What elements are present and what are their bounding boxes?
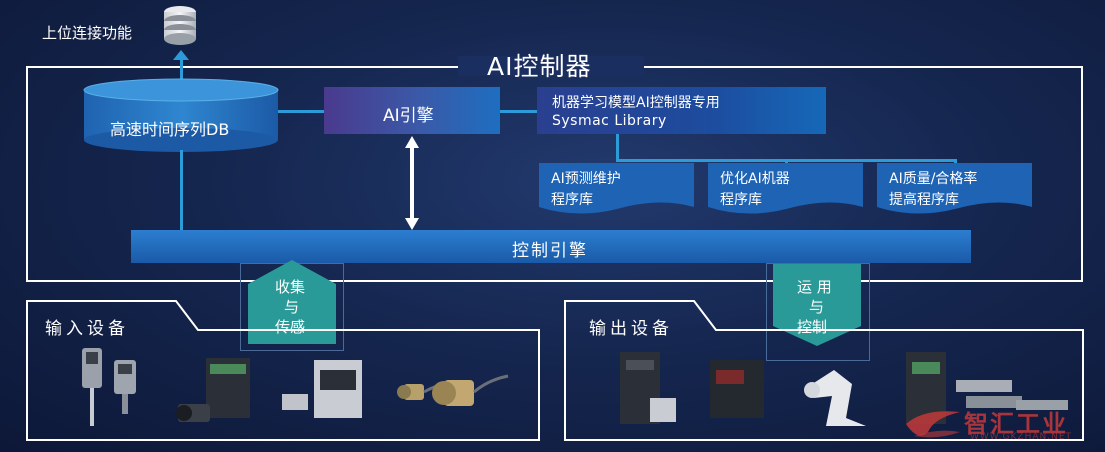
db-up-line	[180, 58, 183, 84]
bidirectional-arrow-icon	[405, 136, 419, 230]
lib-predictive-line1: AI预测维护	[551, 171, 621, 187]
up-arrow-icon	[173, 50, 189, 60]
watermark-logo-icon	[906, 411, 960, 438]
ai-lib-line	[500, 110, 538, 113]
lib-predictive-line2: 程序库	[551, 192, 593, 208]
control-engine-bar	[131, 230, 971, 263]
output-devices-label: 输出设备	[589, 319, 673, 339]
lib-box-quality	[877, 163, 1032, 214]
lib-box-optimize	[708, 163, 863, 214]
watermark-sub: WWW.GKZHAN.NET	[970, 432, 1073, 442]
title-gap	[458, 56, 644, 76]
output-devices-frame	[564, 300, 1084, 441]
page-title: AI控制器	[487, 52, 592, 81]
timeseries-db	[83, 78, 279, 152]
input-devices-images	[82, 348, 509, 426]
library-line1: 机器学习模型AI控制器专用	[552, 95, 720, 111]
ai-engine-box	[324, 87, 500, 134]
sysmac-library-box	[537, 87, 826, 134]
lib-tree-stem	[616, 134, 619, 162]
apply-arrow	[773, 264, 861, 346]
input-devices-frame	[26, 300, 540, 441]
input-devices-label: 输入设备	[45, 319, 129, 339]
ai-engine-label: AI引擎	[383, 106, 434, 126]
apply-frame	[766, 263, 870, 361]
output-devices-images	[620, 352, 1068, 426]
database-stack-icon	[164, 6, 196, 45]
db-control-line	[180, 150, 183, 232]
collect-l2: 与	[284, 298, 300, 316]
collect-l3: 传感	[275, 318, 306, 336]
watermark-text: 智汇工业	[964, 410, 1068, 438]
lib-tree-mid	[785, 159, 788, 165]
apply-l1: 运 用	[797, 278, 832, 296]
apply-l3: 控制	[797, 318, 828, 336]
db-label: 高速时间序列DB	[110, 120, 230, 139]
lib-optimize-line2: 程序库	[720, 192, 762, 208]
lib-quality-line1: AI质量/合格率	[889, 171, 978, 187]
collect-arrow	[248, 260, 336, 344]
lib-tree-right	[954, 159, 957, 165]
apply-l2: 与	[809, 298, 825, 316]
upper-connection-label: 上位连接功能	[42, 24, 133, 42]
db-ai-line	[278, 110, 326, 113]
lib-quality-line2: 提高程序库	[889, 192, 959, 208]
library-line2: Sysmac Library	[552, 113, 667, 129]
control-engine-label: 控制引擎	[512, 241, 588, 261]
lib-optimize-line1: 优化AI机器	[720, 171, 790, 187]
collect-l1: 收集	[275, 278, 306, 296]
lib-box-predictive	[539, 163, 694, 214]
